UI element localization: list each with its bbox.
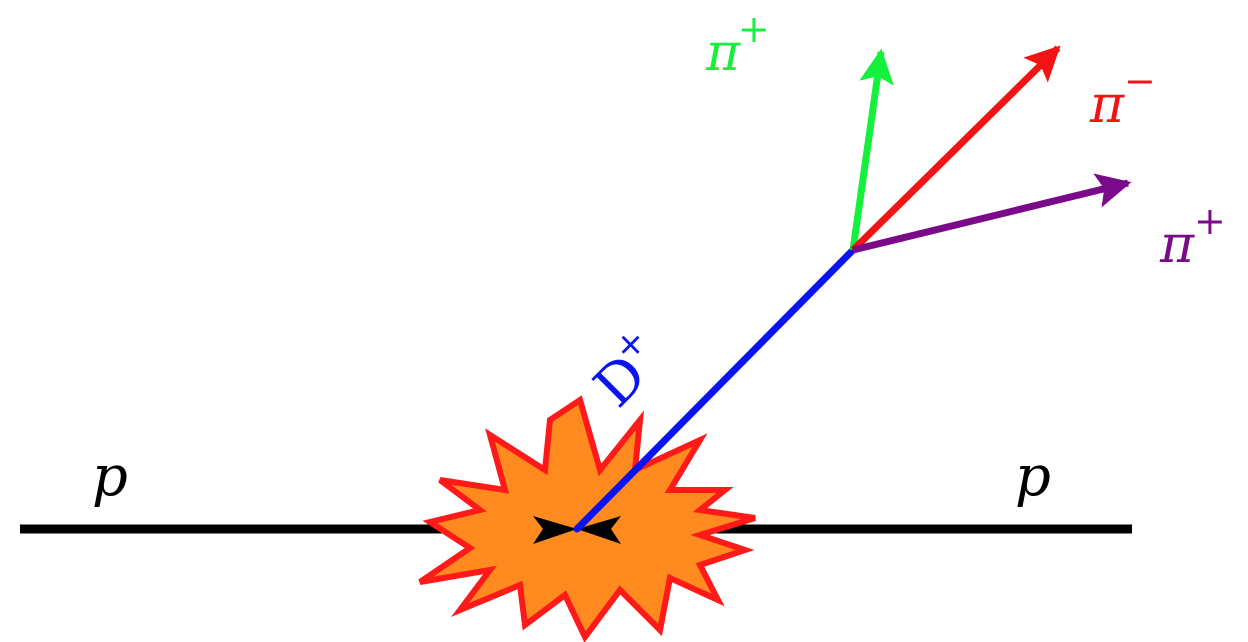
pion-red-label: π −	[1089, 59, 1156, 135]
pion-red-label-base: π	[1089, 75, 1125, 135]
pion-green-label: π +	[705, 7, 770, 83]
pion-purple-track	[852, 173, 1132, 254]
right-beam-arrowhead-icon	[577, 516, 621, 544]
pion-purple-label-charge: +	[1194, 199, 1226, 243]
pion-green-track	[849, 48, 894, 251]
d-meson-track	[573, 246, 857, 533]
pion-green-label-base: π	[705, 23, 741, 83]
beam-right-label: p	[1015, 444, 1051, 509]
pion-green-label-charge: +	[738, 7, 770, 51]
pion-red-label-charge: −	[1124, 59, 1156, 103]
pion-purple-label-base: π	[1159, 215, 1195, 275]
d-meson-label: D +	[582, 319, 660, 420]
beam-left-label: p	[92, 444, 128, 509]
pion-red-track	[850, 45, 1061, 253]
pion-purple-label: π +	[1159, 199, 1226, 275]
left-beam-arrowhead-icon	[533, 516, 577, 544]
